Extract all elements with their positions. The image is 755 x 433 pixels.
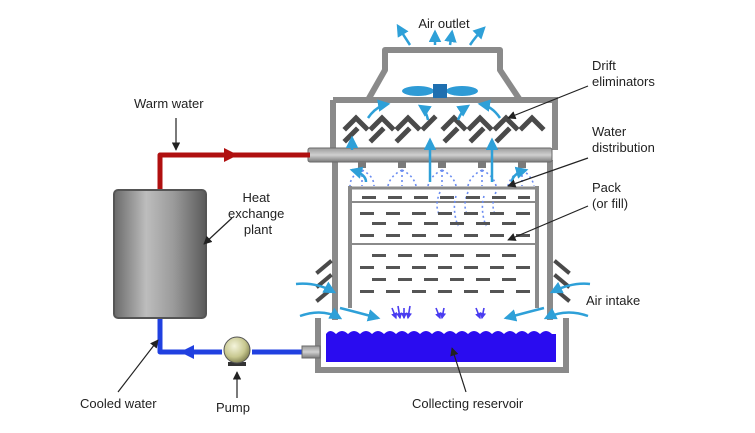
tower	[330, 47, 558, 320]
label-drift-eliminators: Drift eliminators	[592, 58, 655, 89]
air-intake-louvers-right	[553, 259, 571, 303]
heat-exchange-plant	[113, 189, 207, 319]
leader-water-distribution	[507, 157, 589, 188]
pack-fill-bars	[360, 196, 530, 293]
label-pack: Pack (or fill)	[592, 180, 628, 211]
leader-drift-eliminators	[507, 85, 589, 120]
leader-collecting-reservoir	[450, 347, 467, 393]
warm-water-flow-arrow	[224, 148, 238, 162]
label-heat-exchange-plant: Heat exchange plant	[228, 190, 288, 237]
leader-lines	[117, 85, 589, 398]
collecting-reservoir	[315, 318, 569, 373]
leader-cooled-water	[117, 339, 159, 393]
label-collecting-reservoir: Collecting reservoir	[412, 396, 524, 411]
label-pump: Pump	[216, 400, 250, 415]
label-water-distribution: Water distribution	[592, 124, 655, 155]
drift-eliminator-blades	[342, 114, 546, 144]
pump-icon	[223, 336, 251, 366]
cooled-water-flow-arrow	[180, 345, 194, 359]
label-air-intake: Air intake	[586, 293, 640, 308]
tower-upper-casing	[330, 97, 558, 150]
air-intake-louvers-left	[315, 259, 333, 303]
fan-icon	[402, 84, 478, 98]
reservoir-outlet-stub	[301, 345, 321, 359]
label-warm-water: Warm water	[134, 96, 204, 111]
leader-pack	[507, 205, 589, 241]
water-drop-arrows	[391, 305, 487, 320]
air-flow-arrows	[295, 23, 591, 322]
label-air-outlet: Air outlet	[418, 16, 470, 31]
leader-heat-exchange	[203, 217, 233, 245]
label-cooled-water: Cooled water	[80, 396, 157, 411]
warm-water-pipe	[157, 152, 310, 192]
